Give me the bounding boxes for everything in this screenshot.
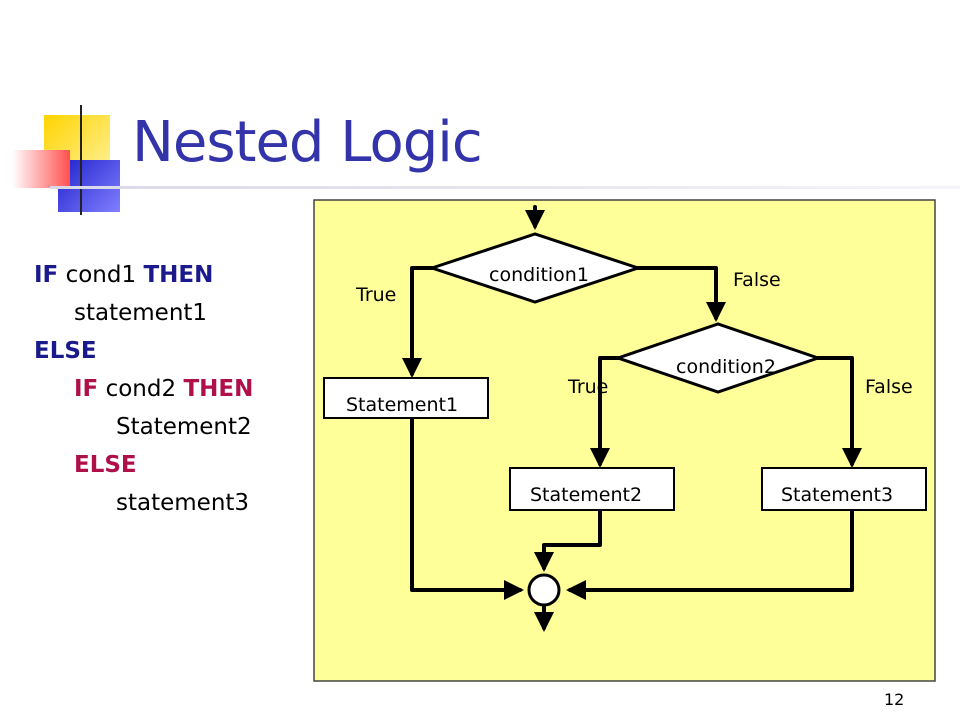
pseudo-code: IF cond1 THEN statement1 ELSE IF cond2 T…: [34, 256, 253, 522]
condition1-label: condition1: [489, 264, 589, 286]
keyword-else: ELSE: [34, 338, 97, 364]
condition2-diamond: [613, 322, 823, 394]
decor-vertical-line: [80, 105, 82, 215]
merge-arrow-2: [534, 508, 602, 572]
code-text: statement1: [74, 300, 208, 326]
statement3-label: Statement3: [781, 484, 893, 506]
slide-title: Nested Logic: [132, 110, 483, 175]
keyword-then: THEN: [143, 262, 214, 288]
keyword-else: ELSE: [74, 452, 137, 478]
merge-arrow-1: [410, 416, 524, 600]
statement1-box: [323, 377, 489, 419]
true2-arrow: [590, 356, 620, 468]
page-number: 12: [884, 690, 905, 709]
code-line-1: IF cond1 THEN: [34, 256, 253, 294]
code-line-5: Statement2: [34, 408, 253, 446]
code-line-7: statement3: [34, 484, 253, 522]
keyword-if: IF: [34, 262, 59, 288]
code-line-3: ELSE: [34, 332, 253, 370]
statement1-label: Statement1: [346, 394, 458, 416]
statement2-box: [509, 467, 675, 511]
code-text: cond1: [58, 262, 144, 288]
keyword-if: IF: [74, 376, 99, 402]
code-text: Statement2: [116, 414, 252, 440]
true1-arrow: [402, 266, 434, 378]
condition2-label: condition2: [676, 356, 776, 378]
true1-label: True: [355, 284, 396, 306]
code-text: statement3: [116, 490, 250, 516]
code-line-2: statement1: [34, 294, 253, 332]
false2-arrow: [816, 356, 862, 468]
title-underline: [50, 186, 960, 189]
code-text: cond2: [98, 376, 184, 402]
false2-label: False: [865, 376, 913, 398]
statement2-label: Statement2: [530, 484, 642, 506]
false1-label: False: [733, 269, 781, 291]
keyword-then: THEN: [183, 376, 254, 402]
condition1-diamond: [427, 232, 643, 304]
merge-arrow-3: [566, 508, 854, 600]
false1-arrow: [636, 266, 726, 322]
code-line-4: IF cond2 THEN: [34, 370, 253, 408]
join-connector: [527, 573, 561, 607]
decor-red-square: [12, 150, 70, 188]
code-line-6: ELSE: [34, 446, 253, 484]
true2-label: True: [567, 376, 608, 398]
flowchart-panel: [313, 199, 936, 682]
statement3-box: [761, 467, 927, 511]
